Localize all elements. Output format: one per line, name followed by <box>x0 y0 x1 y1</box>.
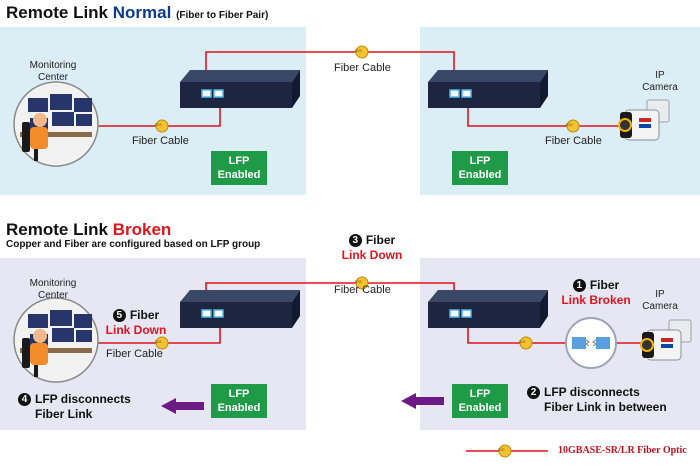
connector-label: 10G <box>354 48 362 53</box>
top-monitoring-label: Monitoring Center <box>29 60 77 83</box>
connector-label: 10G <box>565 122 573 127</box>
step-2-number: 2 <box>527 386 540 399</box>
top-fiber-cable-middle-label: Fiber Cable <box>334 62 391 74</box>
bottom-monitoring-illustration <box>13 297 99 383</box>
legend-label: 10GBASE-SR/LR Fiber Optic <box>558 445 687 456</box>
top-monitoring-illustration <box>13 81 99 167</box>
step-3-number: 3 <box>348 234 362 247</box>
connector-label: 10G <box>154 122 162 127</box>
top-fiber-cable-right-label: Fiber Cable <box>545 135 602 147</box>
step-4-number: 4 <box>18 393 31 406</box>
top-left-switch <box>179 69 301 109</box>
top-camera-illustration <box>618 99 670 141</box>
top-connectors <box>155 45 580 133</box>
step-1-number: 1 <box>572 279 586 292</box>
bottom-left-lfp-badge: LFP Enabled <box>211 384 267 418</box>
step-5-number: 5 <box>112 309 126 322</box>
top-right-lfp-badge: LFP Enabled <box>452 151 508 185</box>
connector-label: 10G <box>154 339 162 344</box>
broken-fiber-illustration <box>565 317 617 369</box>
top-fiber-cable-left-label: Fiber Cable <box>132 135 189 147</box>
bottom-camera-label: IP Camera <box>642 289 678 312</box>
top-title-note: (Fiber to Fiber Pair) <box>176 10 269 21</box>
connector-label: 10G <box>497 447 505 452</box>
bottom-connectors <box>155 276 533 350</box>
top-right-switch <box>427 69 549 109</box>
top-title: Remote Link Normal (Fiber to Fiber Pair) <box>6 3 269 22</box>
top-camera-label: IP Camera <box>642 70 678 93</box>
bottom-fiber-cable-middle-label: Fiber Cable <box>334 284 391 296</box>
top-left-lfp-badge: LFP Enabled <box>211 151 267 185</box>
legend-connector-icon <box>498 444 512 458</box>
connector-label: 10G <box>518 339 526 344</box>
bottom-title: Remote Link Broken <box>6 220 172 239</box>
bottom-camera-illustration <box>640 319 692 361</box>
bottom-left-switch <box>179 289 301 329</box>
bottom-right-switch <box>427 289 549 329</box>
bottom-right-lfp-badge: LFP Enabled <box>452 384 508 418</box>
connector-label: 10G <box>354 279 362 284</box>
right-disconnect-arrow <box>401 393 444 409</box>
bottom-subtitle: Copper and Fiber are configured based on… <box>6 239 261 250</box>
bottom-monitoring-label: Monitoring Center <box>29 278 77 301</box>
left-disconnect-arrow <box>161 398 204 414</box>
bottom-fiber-cable-left-label: Fiber Cable <box>106 348 163 360</box>
